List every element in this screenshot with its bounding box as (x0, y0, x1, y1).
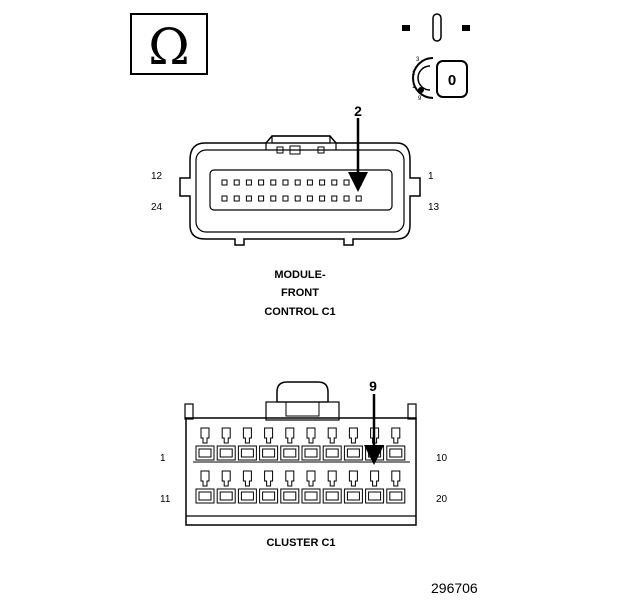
key-scale-mark-2: 2 (412, 71, 416, 77)
fcm-left-top-pin: 12 (151, 171, 163, 182)
cluster-left-top-pin: 1 (160, 453, 166, 464)
cluster-connector: 9 1 11 10 20 CLUSTER C1 (160, 378, 448, 549)
fcm-pin-cavity (282, 195, 289, 202)
fcm-pin-cavity (331, 195, 338, 202)
fcm-pin-cavity (270, 195, 277, 202)
fcm-title-line-1: MODULE- (274, 269, 326, 281)
cluster-pin-cavity (216, 427, 236, 461)
cluster-pin-cavity (343, 427, 363, 461)
key-scale-mark-9: 9 (418, 96, 422, 102)
fcm-title-line-2: FRONT (281, 287, 319, 299)
key-scale-mark-3: 3 (416, 57, 420, 63)
fcm-pin-cavity (282, 179, 289, 186)
ohmmeter-icon: Ω (130, 13, 208, 76)
fcm-pin-cavity (319, 179, 326, 186)
cluster-pin-cavity (280, 427, 300, 461)
cluster-pin-cavity (365, 470, 385, 504)
fcm-pin-cavity (306, 179, 313, 186)
cluster-pin-cavity (237, 470, 257, 504)
fcm-pin-cavity (343, 179, 350, 186)
fcm-pin-cavity (233, 195, 240, 202)
fcm-pin-cavity (233, 179, 240, 186)
fcm-title-line-3: CONTROL C1 (264, 306, 335, 318)
ignition-key-icon: 3 2 1 9 0 (402, 13, 470, 102)
cluster-pin-cavity (259, 470, 279, 504)
figure-number: 296706 (431, 580, 478, 596)
fcm-pin-cavity (245, 179, 252, 186)
fcm-pin-cavity (270, 179, 277, 186)
cluster-callout-pin-number: 9 (369, 378, 377, 394)
cluster-pin-cavity (237, 427, 257, 461)
fcm-pin-cavity (221, 195, 228, 202)
fcm-callout-pin-number: 2 (354, 103, 362, 119)
cluster-pin-cavity (386, 427, 406, 461)
fcm-right-bottom-pin: 13 (428, 202, 440, 213)
key-scale-mark-1: 1 (412, 84, 416, 90)
fcm-pin-cavity (245, 195, 252, 202)
cluster-pin-cavity (386, 470, 406, 504)
cluster-pin-cavity (259, 427, 279, 461)
key-position-label: 0 (448, 72, 456, 89)
cluster-pin-cavity (322, 470, 342, 504)
cluster-pin-cavity (301, 470, 321, 504)
fcm-pin-cavity (343, 195, 350, 202)
cluster-pin-cavity (343, 470, 363, 504)
cluster-pin-cavity (195, 470, 215, 504)
cluster-right-bottom-pin: 20 (436, 494, 448, 505)
cluster-right-top-pin: 10 (436, 453, 448, 464)
cluster-left-bottom-pin: 11 (160, 494, 171, 505)
fcm-left-bottom-pin: 24 (151, 202, 163, 213)
fcm-pin-cavity (294, 179, 301, 186)
cluster-pin-cavity (195, 427, 215, 461)
fcm-pin-cavity (258, 179, 265, 186)
cluster-pin-cavity (322, 427, 342, 461)
fcm-pin-cavity (355, 195, 362, 202)
cluster-title: CLUSTER C1 (266, 537, 335, 549)
fcm-right-top-pin: 1 (428, 171, 434, 182)
fcm-pin-cavity (306, 195, 313, 202)
ohm-symbol: Ω (148, 18, 189, 76)
fcm-pin-cavity (294, 195, 301, 202)
cluster-pin-cavity (280, 470, 300, 504)
fcm-pin-cavity (331, 179, 338, 186)
cluster-pin-cavity (301, 427, 321, 461)
fcm-pin-cavity (319, 195, 326, 202)
fcm-pin-cavity (258, 195, 265, 202)
fcm-connector: 2 12 24 1 13 MODULE- FRONT CONTROL C1 (151, 103, 440, 318)
cluster-pin-cavity (216, 470, 236, 504)
fcm-pin-cavity (221, 179, 228, 186)
fcm-pin-array (221, 179, 362, 202)
